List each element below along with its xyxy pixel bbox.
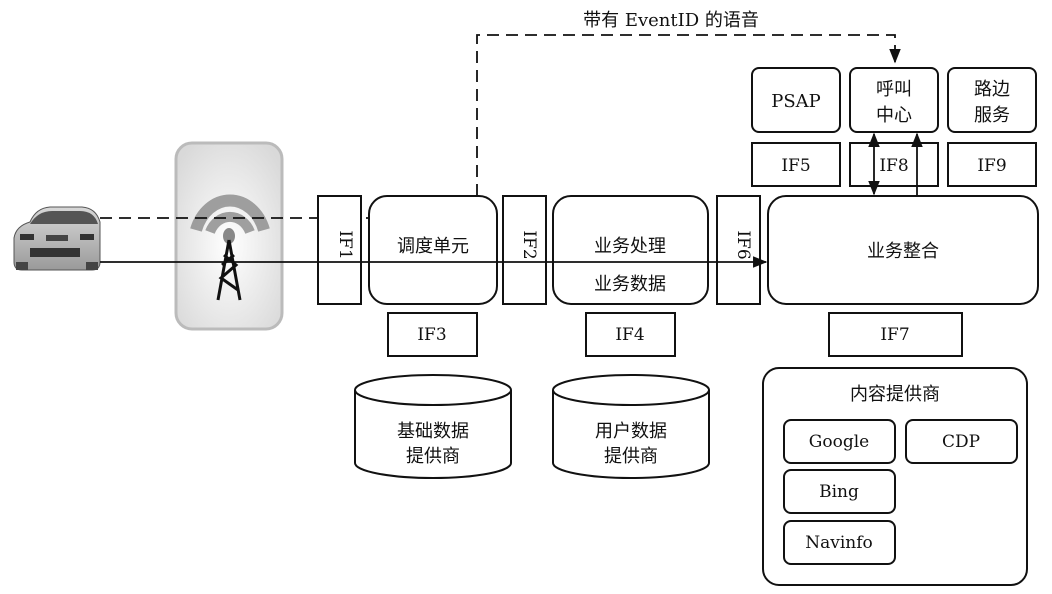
svg-text:CDP: CDP [942,432,980,452]
provider-navinfo: Navinfo [783,520,896,565]
if9-box: IF9 [947,142,1037,187]
if3-box: IF3 [387,312,478,357]
svg-text:IF4: IF4 [615,325,644,345]
svg-text:IF5: IF5 [781,156,810,176]
if8-box: IF8 [849,142,939,187]
if1-box: IF1 [317,195,362,305]
psap-box: PSAP [751,67,841,133]
cell-tower-icon [174,141,284,331]
svg-text:业务数据: 业务数据 [594,274,666,295]
roadside-service-box: 路边 服务 [947,67,1037,133]
if5-box: IF5 [751,142,841,187]
provider-bing: Bing [783,469,896,514]
svg-text:提供商: 提供商 [406,446,460,467]
user-data-provider-db: 用户数据 提供商 [552,374,710,479]
svg-text:中心: 中心 [876,105,912,126]
svg-text:PSAP: PSAP [771,91,821,112]
svg-text:呼叫: 呼叫 [876,79,912,100]
car-icon [13,206,101,271]
svg-text:IF1: IF1 [335,230,355,259]
svg-text:IF9: IF9 [977,156,1006,176]
svg-text:IF7: IF7 [880,325,909,345]
svg-text:提供商: 提供商 [604,446,658,467]
svg-text:IF8: IF8 [879,156,908,176]
if2-box: IF2 [502,195,547,305]
service-integration-box: 业务整合 [767,195,1039,305]
voice-with-eventid-label: 带有 EventID 的语音 [583,10,759,31]
basic-data-provider-db: 基础数据 提供商 [354,374,512,479]
if4-box: IF4 [585,312,676,357]
svg-text:Bing: Bing [819,482,859,502]
svg-text:服务: 服务 [974,105,1010,126]
svg-text:IF2: IF2 [519,230,539,259]
provider-google: Google [783,419,896,464]
dispatch-unit-box: 调度单元 [368,195,498,305]
provider-cdp: CDP [905,419,1018,464]
svg-text:业务整合: 业务整合 [867,241,939,262]
call-center-box: 呼叫 中心 [849,67,939,133]
svg-text:Navinfo: Navinfo [805,533,873,553]
if7-box: IF7 [828,312,963,357]
svg-text:基础数据: 基础数据 [397,421,469,442]
if6-box: IF6 [716,195,761,305]
svg-text:业务处理: 业务处理 [594,236,666,257]
svg-text:Google: Google [809,432,869,452]
svg-text:IF3: IF3 [417,325,446,345]
svg-text:用户数据: 用户数据 [595,421,667,442]
svg-text:内容提供商: 内容提供商 [850,384,940,405]
svg-text:路边: 路边 [974,79,1010,100]
svg-text:IF6: IF6 [733,230,753,259]
svg-text:调度单元: 调度单元 [397,236,469,257]
service-processing-box: 业务处理 业务数据 [552,195,709,305]
